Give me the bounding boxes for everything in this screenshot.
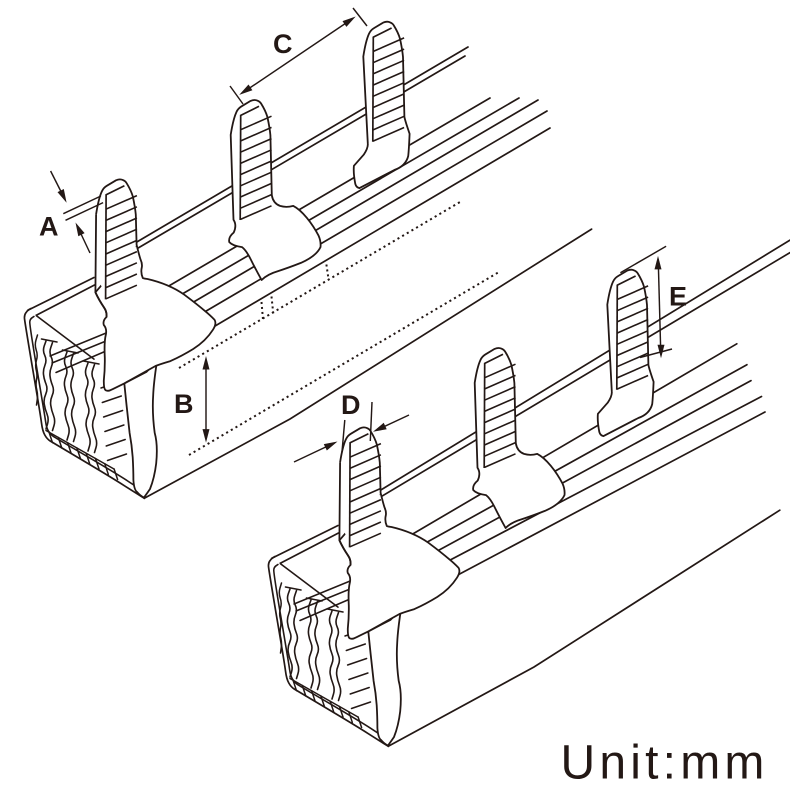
svg-text:E: E <box>669 282 687 312</box>
svg-text:C: C <box>273 29 293 59</box>
svg-text:D: D <box>341 390 361 420</box>
svg-text:B: B <box>174 389 194 419</box>
svg-text:A: A <box>39 212 59 242</box>
svg-text:Unit:mm: Unit:mm <box>561 737 769 790</box>
